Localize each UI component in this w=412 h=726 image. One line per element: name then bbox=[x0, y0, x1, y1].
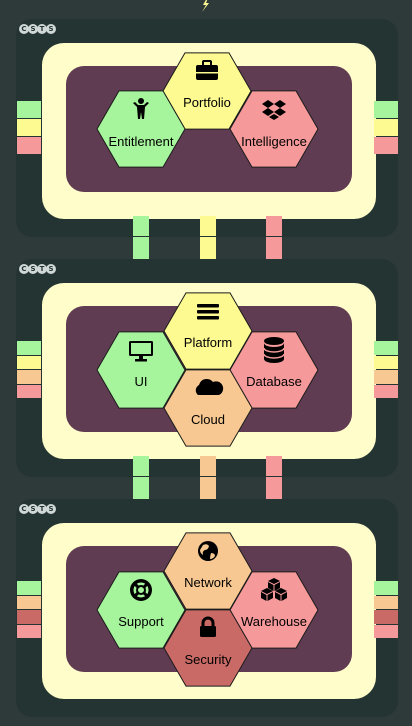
database-icon bbox=[263, 337, 285, 363]
side-stub bbox=[374, 355, 398, 369]
connector-stub bbox=[133, 456, 149, 476]
cloud-icon bbox=[195, 378, 224, 395]
hex-label-platform: Platform bbox=[183, 335, 233, 350]
badge-letter: C bbox=[19, 264, 29, 274]
hex-label-entitlement: Entitlement bbox=[108, 134, 174, 149]
badge-letter: C bbox=[19, 504, 29, 514]
side-stub bbox=[374, 119, 398, 136]
side-stub bbox=[374, 341, 398, 355]
monitor-icon bbox=[129, 341, 153, 362]
hex-label-warehouse: Warehouse bbox=[241, 614, 307, 629]
badge-letter: S bbox=[46, 504, 56, 514]
side-stub bbox=[374, 101, 398, 118]
side-stub bbox=[17, 370, 41, 384]
hex-label-portfolio: Portfolio bbox=[183, 95, 231, 110]
side-stub bbox=[17, 610, 41, 624]
hex-label-intelligence: Intelligence bbox=[241, 134, 307, 149]
side-stub bbox=[17, 137, 41, 154]
badge-letter: S bbox=[28, 24, 38, 34]
briefcase-icon bbox=[196, 60, 218, 80]
side-stub bbox=[17, 341, 41, 355]
connector-red-2 bbox=[266, 477, 282, 501]
globe-icon bbox=[198, 541, 218, 561]
connector-stub bbox=[266, 216, 282, 236]
badge-letter: T bbox=[37, 264, 47, 274]
side-stub bbox=[17, 624, 41, 638]
badge-letter: S bbox=[28, 264, 38, 274]
hex-label-network: Network bbox=[184, 575, 232, 590]
cubes-icon bbox=[261, 578, 287, 601]
connector-stub bbox=[266, 456, 282, 476]
connector-stub bbox=[200, 216, 216, 236]
side-stub bbox=[374, 610, 398, 624]
person-icon bbox=[133, 98, 149, 119]
connector-orange-2 bbox=[200, 477, 216, 501]
hexagon-entitlement[interactable] bbox=[96, 90, 186, 168]
connector-yellow-1 bbox=[200, 237, 216, 261]
hexagon-intelligence[interactable] bbox=[229, 90, 319, 168]
side-stub bbox=[17, 581, 41, 595]
side-stub bbox=[374, 581, 398, 595]
side-stub bbox=[17, 384, 41, 398]
lock-icon bbox=[200, 616, 216, 637]
lifebuoy-icon bbox=[130, 579, 152, 601]
connector-stub bbox=[133, 216, 149, 236]
connector-stub bbox=[200, 456, 216, 476]
connector-green-2 bbox=[133, 477, 149, 501]
hex-label-ui: UI bbox=[134, 374, 148, 389]
dropbox-icon bbox=[262, 100, 286, 120]
side-stub bbox=[374, 137, 398, 154]
side-stub bbox=[17, 595, 41, 609]
badge-letter: T bbox=[37, 24, 47, 34]
connector-red-1 bbox=[266, 237, 282, 261]
hexagon-cloud[interactable] bbox=[163, 369, 253, 447]
hex-label-cloud: Cloud bbox=[191, 412, 225, 427]
hexagon-security[interactable] bbox=[163, 609, 253, 687]
side-stub bbox=[374, 624, 398, 638]
badge-letter: C bbox=[19, 24, 29, 34]
hex-label-support: Support bbox=[118, 614, 164, 629]
hex-label-database: Database bbox=[246, 374, 302, 389]
hex-label-security: Security bbox=[184, 652, 232, 667]
hexagon-support[interactable] bbox=[96, 571, 186, 649]
side-stub bbox=[374, 384, 398, 398]
hexagon-ui[interactable] bbox=[96, 331, 186, 409]
lightning-bolt-icon bbox=[202, 0, 209, 12]
menu-icon bbox=[197, 304, 219, 320]
badge-letter: S bbox=[46, 264, 56, 274]
badge-letter: S bbox=[28, 504, 38, 514]
side-stub bbox=[17, 355, 41, 369]
side-stub bbox=[17, 101, 41, 118]
badge-letter: T bbox=[37, 504, 47, 514]
side-stub bbox=[374, 370, 398, 384]
side-stub bbox=[17, 119, 41, 136]
side-stub bbox=[374, 595, 398, 609]
connector-green-1 bbox=[133, 237, 149, 261]
badge-letter: S bbox=[46, 24, 56, 34]
